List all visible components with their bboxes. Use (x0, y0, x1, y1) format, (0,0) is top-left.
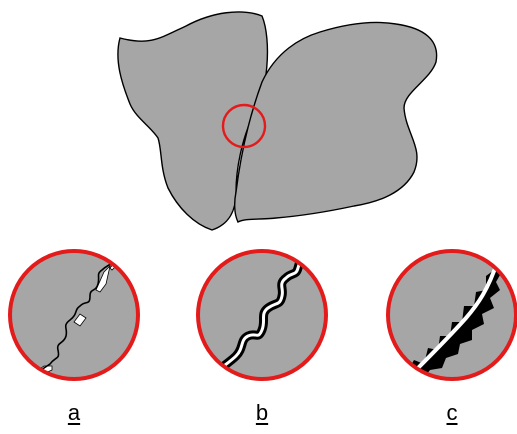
zoom-circle-a (10, 246, 138, 379)
panel-label-a: a (54, 400, 94, 426)
zoom-circle-c (388, 251, 516, 380)
grain-pair (118, 12, 437, 230)
zoom-circle-b (198, 251, 326, 379)
panel-label-b: b (242, 400, 282, 426)
panel-label-c: c (432, 400, 472, 426)
